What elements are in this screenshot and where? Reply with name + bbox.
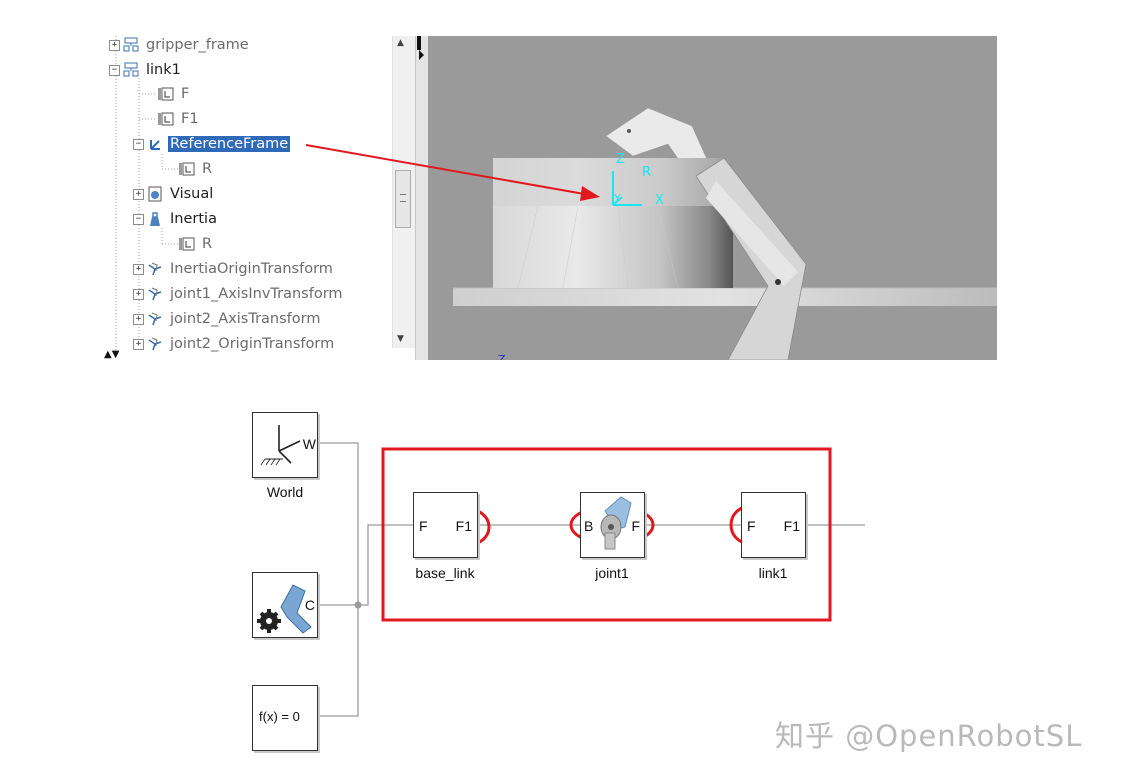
frame-group-icon: [123, 62, 139, 77]
frame-port-icon: [179, 237, 195, 251]
tree-item-port-r[interactable]: R: [179, 233, 214, 255]
tree-item-label: R: [202, 161, 213, 177]
link1-port-out: F1: [783, 518, 800, 534]
world-frame-icon: [260, 425, 301, 466]
tree-item-label: InertiaOriginTransform: [170, 261, 333, 277]
scroll-down-icon[interactable]: ▼: [397, 334, 404, 344]
tree-item-reference-frame[interactable]: − ReferenceFrame: [133, 133, 291, 155]
axis-label-x: X: [655, 193, 664, 208]
axis-label-r: R: [642, 165, 651, 180]
base-link-port-out: F1: [455, 518, 472, 534]
tree-item-label: joint2_OriginTransform: [170, 336, 335, 352]
transform-icon: [148, 337, 162, 351]
base-link-block[interactable]: F F1: [413, 492, 478, 558]
collapse-icon[interactable]: −: [109, 64, 120, 76]
tree-item-port-r[interactable]: R: [179, 158, 214, 180]
scroll-up-icon[interactable]: ▲: [397, 38, 404, 48]
robot-gear-icon: [257, 584, 312, 634]
mechanism-configuration-block[interactable]: C: [252, 572, 318, 638]
tree-connector-lines: [115, 36, 178, 358]
tree-item-label: Inertia: [170, 211, 217, 227]
tree-item-label: joint1_AxisInvTransform: [170, 286, 343, 302]
revolute-joint-icon: [600, 496, 632, 550]
tree-item-visual[interactable]: + Visual: [133, 183, 215, 205]
tree-item-port-f1[interactable]: F1: [158, 108, 201, 130]
expand-icon[interactable]: +: [133, 263, 144, 275]
watermark: 知乎 @OpenRobotSL: [775, 719, 1083, 753]
expand-icon[interactable]: +: [133, 288, 144, 300]
frame-port-icon: [158, 87, 174, 101]
tree-item-joint1-axisinv-transform[interactable]: + joint1_AxisInvTransform: [133, 283, 345, 305]
axis-label-z: Z: [616, 152, 625, 167]
tree-item-label: R: [202, 236, 213, 252]
link1-block[interactable]: F F1: [741, 492, 806, 558]
expand-icon[interactable]: +: [133, 313, 144, 325]
tree-item-joint2-axis-transform[interactable]: + joint2_AxisTransform: [133, 308, 323, 330]
visual-icon: [148, 186, 162, 202]
world-block-label: World: [266, 484, 304, 500]
reference-frame-icon: [150, 140, 160, 150]
pane-resize-arrows[interactable]: ▲▼: [104, 349, 120, 360]
simulink-diagram: W World C f(x) = 0 F F1 base_link B F jo…: [0, 360, 1123, 784]
tree-item-label: F1: [181, 111, 199, 127]
highlight-box: [381, 447, 832, 622]
tree-item-label: F: [181, 86, 190, 102]
inertia-icon: [150, 212, 160, 226]
link1-label: link1: [758, 565, 788, 581]
tree-item-gripper-frame[interactable]: + gripper_frame: [109, 36, 251, 56]
transform-icon: [148, 287, 162, 301]
tree-item-inertia-origin-transform[interactable]: + InertiaOriginTransform: [133, 258, 335, 280]
splitter-grip[interactable]: [417, 36, 421, 50]
world-axis-label-z: Z: [498, 353, 506, 360]
frame-group-icon: [123, 37, 139, 52]
model-tree: + gripper_frame − link1 F F1 − Reference…: [103, 36, 415, 358]
scrollbar-thumb[interactable]: [395, 170, 411, 228]
frame-port-icon: [158, 112, 174, 126]
tree-item-joint2-origin-transform[interactable]: + joint2_OriginTransform: [133, 333, 336, 355]
base-link-label: base_link: [415, 565, 475, 581]
3d-viewport[interactable]: Z R Y X Z: [428, 36, 997, 360]
joint1-port-out: F: [631, 518, 640, 534]
link1-port-in: F: [747, 518, 756, 534]
tree-item-label: joint2_AxisTransform: [170, 311, 321, 327]
tree-item-label: link1: [146, 62, 181, 78]
solver-block-text: f(x) = 0: [259, 709, 300, 724]
tree-item-port-f[interactable]: F: [158, 83, 191, 105]
expand-icon[interactable]: +: [109, 39, 120, 51]
axis-label-y: Y: [613, 192, 621, 205]
expand-right-icon[interactable]: [419, 50, 424, 60]
tree-item-link1[interactable]: − link1: [109, 59, 183, 81]
transform-icon: [148, 312, 162, 326]
transform-icon: [148, 262, 162, 276]
tree-item-inertia[interactable]: − Inertia: [133, 208, 219, 230]
robot-render: Z R Y X Z: [453, 107, 997, 360]
config-port-label: C: [304, 597, 315, 613]
tree-item-label: gripper_frame: [146, 37, 249, 53]
base-link-port-in: F: [419, 518, 428, 534]
joint1-label: joint1: [595, 565, 629, 581]
expand-icon[interactable]: +: [133, 338, 144, 350]
joint1-block[interactable]: B F: [580, 492, 645, 558]
solver-configuration-block[interactable]: f(x) = 0: [252, 685, 318, 751]
tree-item-label: Visual: [170, 186, 214, 202]
tree-scrollbar[interactable]: ▲ ▼: [392, 36, 415, 348]
world-port-label: W: [302, 436, 316, 452]
expand-icon[interactable]: +: [133, 188, 144, 200]
tree-item-label: ReferenceFrame: [168, 136, 291, 152]
collapse-icon[interactable]: −: [133, 138, 144, 150]
collapse-icon[interactable]: −: [133, 213, 144, 225]
frame-port-icon: [179, 162, 195, 176]
joint1-port-in: B: [584, 518, 594, 534]
world-block[interactable]: W: [252, 412, 318, 478]
